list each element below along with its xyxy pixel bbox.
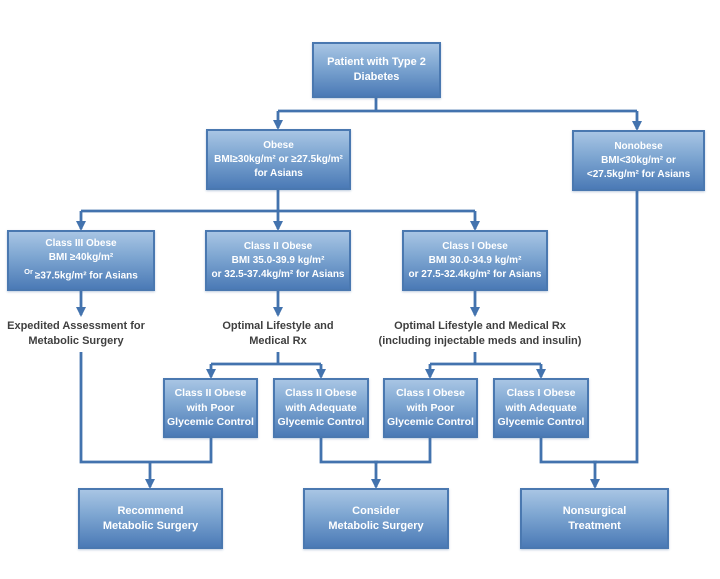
node-line: BMI ≥40kg/m²: [48, 252, 114, 264]
connector-class1-poor-down: [374, 438, 432, 464]
connector-nonobese-down: [593, 190, 639, 464]
connector-class2-adequate-down: [319, 438, 378, 464]
node-class-iii-obese: Class III Obese BMI ≥40kg/m² Or≥37.5kg/m…: [7, 230, 155, 291]
connector-class2-label-split: [211, 352, 321, 366]
or-superscript: Or: [24, 267, 33, 277]
connector-top-split: [278, 97, 637, 113]
connector-class1-label-split: [430, 352, 541, 366]
node-line-text: ≥37.5kg/m² for Asians: [34, 270, 138, 282]
connector-obese-split: [81, 189, 475, 213]
connector-expedited-down: [79, 352, 152, 464]
node-line: Class III Obese: [45, 238, 117, 250]
label-optimal-lifestyle-class-i: Optimal Lifestyle and Medical Rx(includi…: [378, 320, 582, 347]
connector-class1-adequate-down: [539, 438, 597, 464]
node-line: Or≥37.5kg/m² for Asians: [24, 265, 138, 283]
connector-class2-poor-down: [152, 438, 213, 464]
